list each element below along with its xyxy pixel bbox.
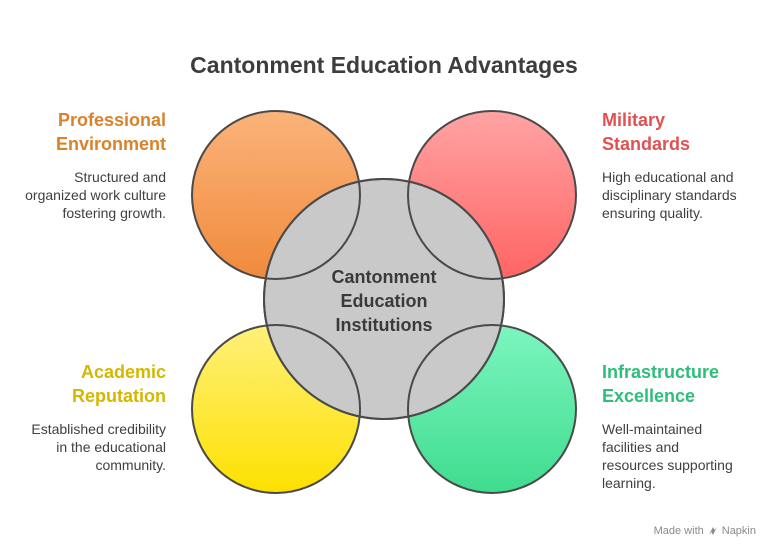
desc-academic-reputation: Established credibility in the education… [31,421,166,473]
desc-infrastructure-excellence: Well-maintained facilities and resources… [602,421,733,491]
diagram-title: Cantonment Education Advantages [190,52,578,78]
napkin-brand-text: Napkin [721,525,756,537]
desc-professional-environment: Structured and organized work culture fo… [25,169,166,221]
desc-military-standards: High educational and disciplinary standa… [602,169,737,221]
heading-professional-environment: Professional Environment [55,110,166,154]
footer-credit: Made with Napkin [654,525,756,537]
heading-military-standards: Military Standards [602,110,691,154]
napkin-logo-icon [708,527,717,535]
heading-academic-reputation: Academic Reputation [72,362,166,406]
heading-infrastructure-excellence: Infrastructure Excellence [602,362,720,406]
center-label: Cantonment Education Institutions [331,267,437,335]
overlap-outlines [264,179,504,419]
made-with-text: Made with [653,525,704,537]
